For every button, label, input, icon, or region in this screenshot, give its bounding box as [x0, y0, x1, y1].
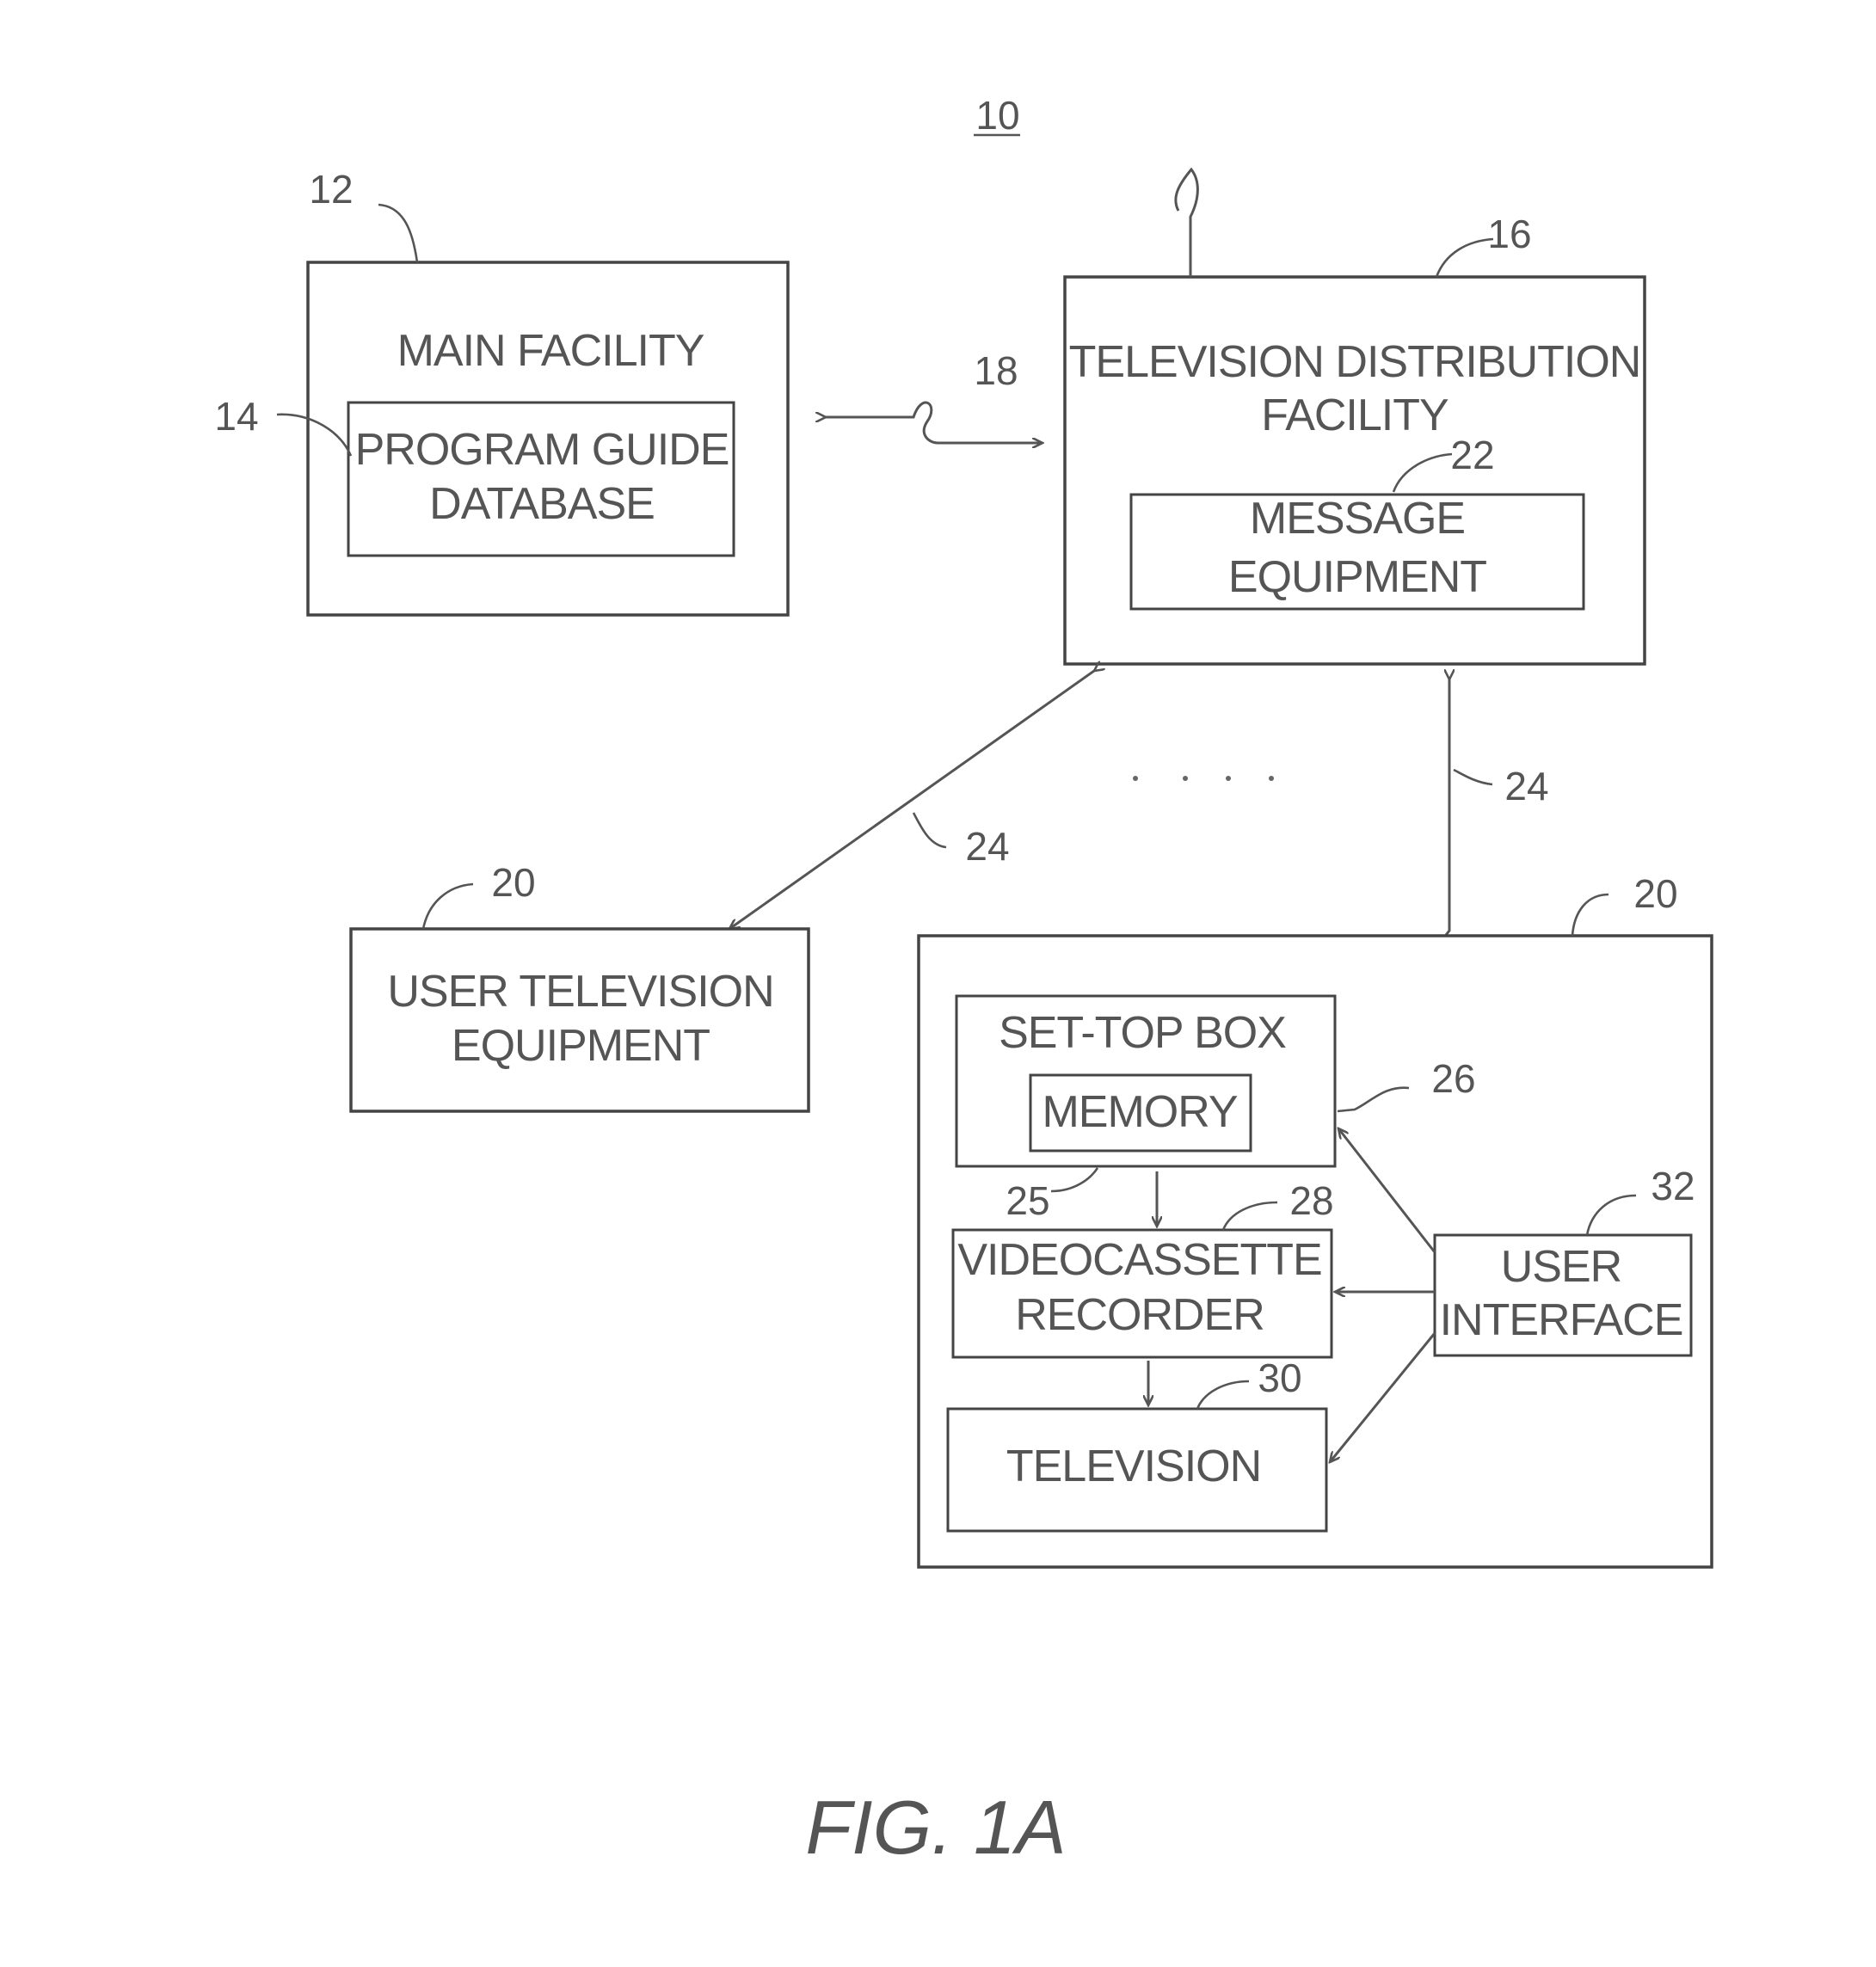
ellipsis-dot-3	[1226, 776, 1231, 781]
main-facility-leader	[378, 205, 417, 262]
message-equipment-label-1: MESSAGE	[1250, 494, 1465, 544]
main-facility-ref: 12	[309, 167, 353, 212]
memory-label: MEMORY	[1042, 1087, 1237, 1137]
user-tv-equipment-right-leader	[1572, 894, 1608, 936]
user-tv-equipment-left-label-1: USER TELEVISION	[387, 967, 773, 1017]
ellipsis-dot-4	[1269, 776, 1274, 781]
television-ref: 30	[1258, 1355, 1301, 1400]
communications-path-left-leader	[913, 813, 946, 847]
figure-caption: FIG. 1A	[805, 1785, 1066, 1870]
user-tv-equipment-right-ref: 20	[1633, 871, 1677, 916]
user-tv-equipment-left-box	[351, 929, 809, 1111]
user-interface-label-1: USER	[1501, 1242, 1621, 1292]
communications-path-right-ref: 24	[1504, 764, 1548, 808]
memory-ref: 25	[1006, 1178, 1049, 1223]
tv-distribution-facility-ref: 16	[1487, 212, 1531, 256]
tv-distribution-facility-leader	[1436, 239, 1493, 277]
set-top-box-label: SET-TOP BOX	[999, 1008, 1286, 1058]
figure-number: 10	[975, 93, 1019, 138]
television-label: TELEVISION	[1006, 1441, 1261, 1491]
ellipsis-dot-2	[1183, 776, 1188, 781]
main-facility-label: MAIN FACILITY	[397, 326, 704, 376]
vcr-label-2: RECORDER	[1015, 1290, 1264, 1340]
link-18-ref: 18	[974, 348, 1018, 393]
program-guide-database-label-2: DATABASE	[429, 479, 655, 529]
vcr-ref: 28	[1289, 1178, 1333, 1223]
communications-path-right-leader	[1454, 770, 1492, 784]
set-top-box-ref: 26	[1431, 1056, 1475, 1101]
program-guide-database-ref: 14	[214, 394, 258, 439]
tv-distribution-facility-label-1: TELEVISION DISTRIBUTION	[1069, 337, 1641, 387]
user-tv-equipment-left-label-2: EQUIPMENT	[452, 1021, 710, 1071]
antenna-icon	[1176, 169, 1198, 277]
communications-path-left-ref: 24	[965, 824, 1009, 869]
vcr-label-1: VIDEOCASSETTE	[957, 1235, 1321, 1285]
program-guide-database-label-1: PROGRAM GUIDE	[355, 425, 729, 475]
user-interface-ref: 32	[1651, 1164, 1695, 1208]
link-18-arrow	[826, 403, 1043, 443]
communications-path-left	[729, 671, 1094, 929]
ellipsis-dot-1	[1133, 776, 1138, 781]
message-equipment-ref: 22	[1450, 433, 1494, 477]
message-equipment-label-2: EQUIPMENT	[1228, 552, 1486, 602]
tv-distribution-facility-label-2: FACILITY	[1261, 390, 1449, 440]
user-tv-equipment-left-ref: 20	[491, 860, 535, 905]
user-tv-equipment-left-leader	[423, 884, 473, 929]
user-interface-label-2: INTERFACE	[1440, 1295, 1683, 1345]
